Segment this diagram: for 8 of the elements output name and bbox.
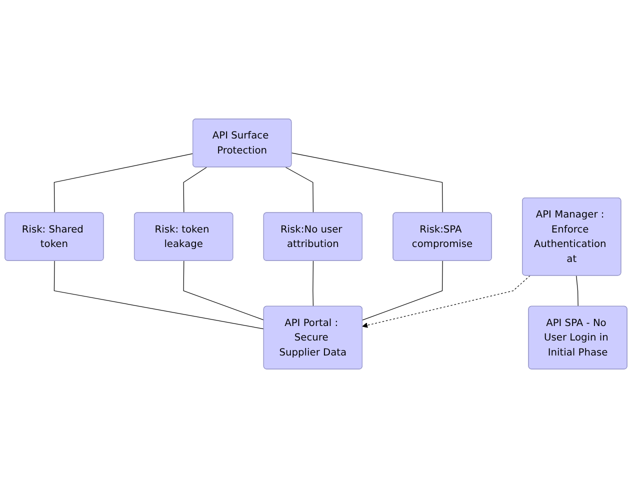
connector [54, 152, 194, 213]
connector [362, 260, 443, 320]
connector [291, 152, 443, 213]
connector [183, 260, 264, 320]
connector [576, 274, 578, 306]
arrow [362, 274, 530, 328]
connector [312, 260, 314, 306]
connector [54, 260, 264, 329]
